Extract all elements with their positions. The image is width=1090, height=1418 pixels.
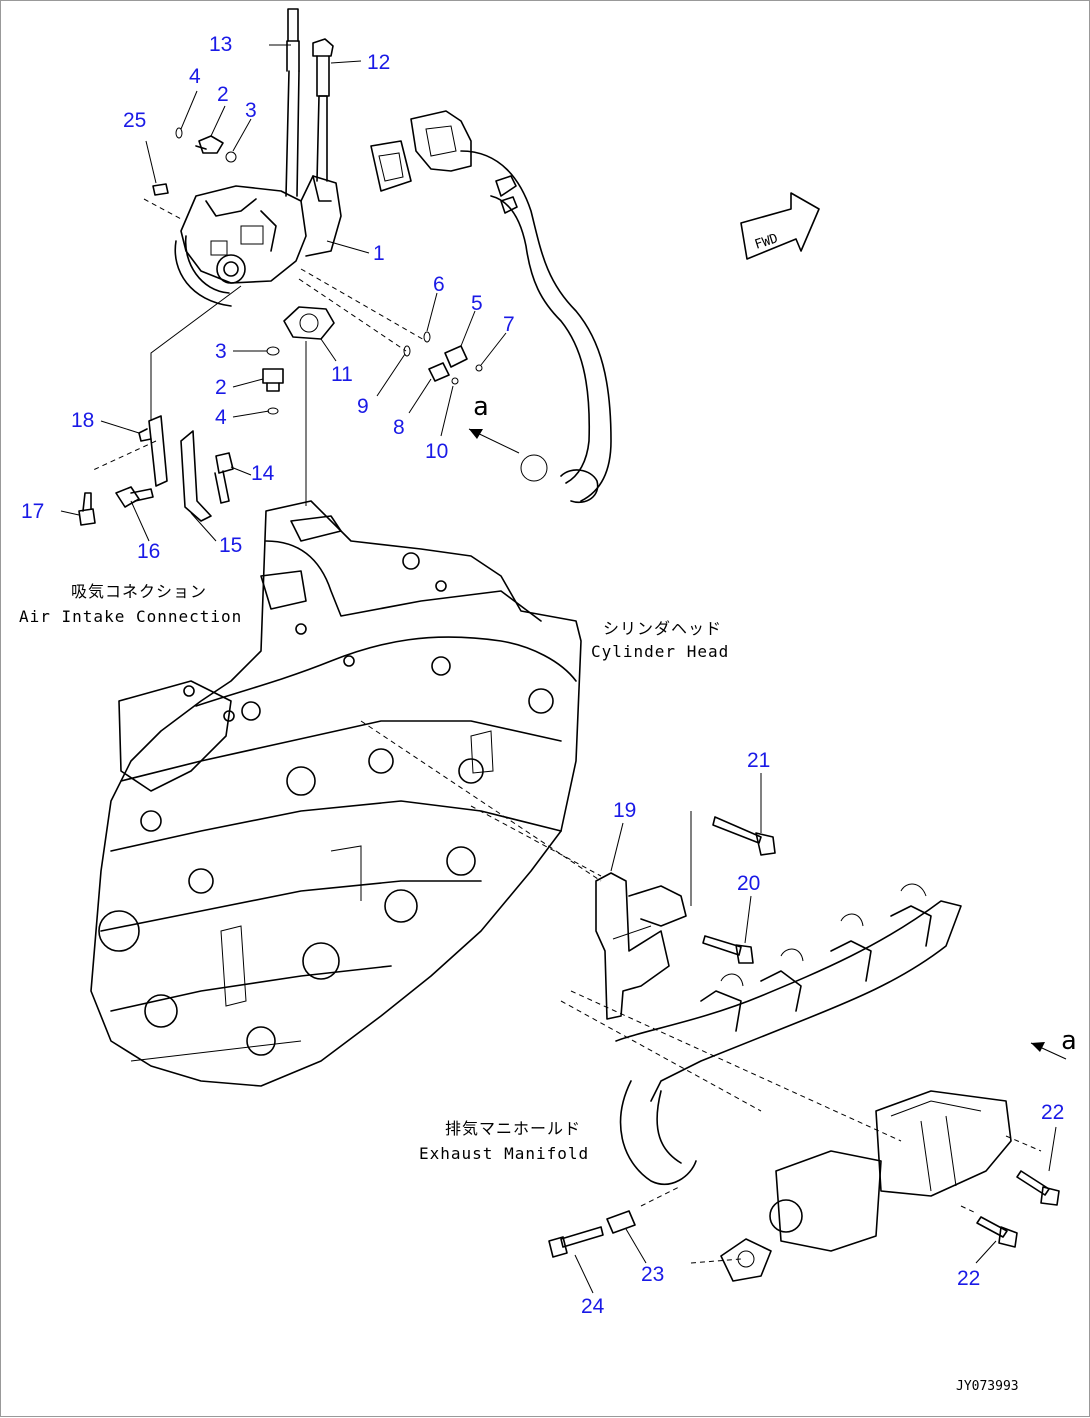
part-label-18: 18 — [71, 409, 94, 432]
part-label-19: 19 — [613, 799, 636, 822]
part-label-1: 1 — [373, 242, 385, 265]
part-label-7: 7 — [503, 313, 515, 336]
air-intake-caption-jp: 吸気コネクション — [71, 582, 207, 601]
view-marker-lower: a — [1061, 1026, 1077, 1056]
fwd-label: FWD — [753, 231, 780, 253]
part-label-22: 22 — [1041, 1101, 1064, 1124]
part-label-12: 12 — [367, 51, 390, 74]
part-label-13: 13 — [209, 33, 232, 56]
part-label-24: 24 — [581, 1295, 605, 1318]
part-label-21: 21 — [747, 749, 770, 772]
part-label-15: 15 — [219, 534, 242, 557]
exhaust-manifold-caption-jp: 排気マニホールド — [445, 1119, 581, 1138]
part-label-20: 20 — [737, 872, 760, 895]
fwd-arrow: FWD — [740, 192, 820, 260]
cylinder-head-caption-jp: シリンダヘッド — [603, 619, 722, 638]
part-labels: 1 2 2 3 3 4 4 5 6 7 8 9 10 11 12 13 14 1… — [21, 33, 1064, 1318]
part-label-2: 2 — [217, 83, 229, 106]
air-intake-connection-drawing — [78, 8, 427, 526]
part-label-9: 9 — [357, 395, 369, 418]
view-marker-upper: a — [473, 392, 489, 422]
leader-lines — [60, 44, 1057, 1294]
part-label-14: 14 — [251, 462, 275, 485]
part-label-6: 6 — [433, 273, 445, 296]
exhaust-pipe-drawing: a — [370, 110, 612, 503]
captions: 吸気コネクション Air Intake Connection シリンダヘッド C… — [19, 582, 1019, 1394]
part-label-3: 3 — [245, 99, 257, 122]
air-intake-caption-en: Air Intake Connection — [19, 607, 242, 626]
part-label-4: 4 — [215, 406, 227, 429]
part-label-5: 5 — [471, 292, 483, 315]
part-label-10: 10 — [425, 440, 448, 463]
part-label-2: 2 — [215, 376, 227, 399]
part-label-17: 17 — [21, 500, 44, 523]
cylinder-head-caption-en: Cylinder Head — [591, 642, 729, 661]
part-label-11: 11 — [331, 363, 353, 386]
exhaust-manifold-caption-en: Exhaust Manifold — [419, 1144, 589, 1163]
drawing-code: JY073993 — [956, 1379, 1019, 1394]
exhaust-manifold-drawing: a — [548, 883, 1077, 1282]
part-label-16: 16 — [137, 540, 160, 563]
part-label-23: 23 — [641, 1263, 664, 1286]
part-label-22: 22 — [957, 1267, 980, 1290]
bracket-19-drawing — [595, 811, 776, 1020]
part-label-25: 25 — [123, 109, 146, 132]
engine-block-drawing — [90, 500, 902, 1142]
part-label-8: 8 — [393, 416, 405, 439]
part-label-4: 4 — [189, 65, 201, 88]
part-label-3: 3 — [215, 340, 227, 363]
